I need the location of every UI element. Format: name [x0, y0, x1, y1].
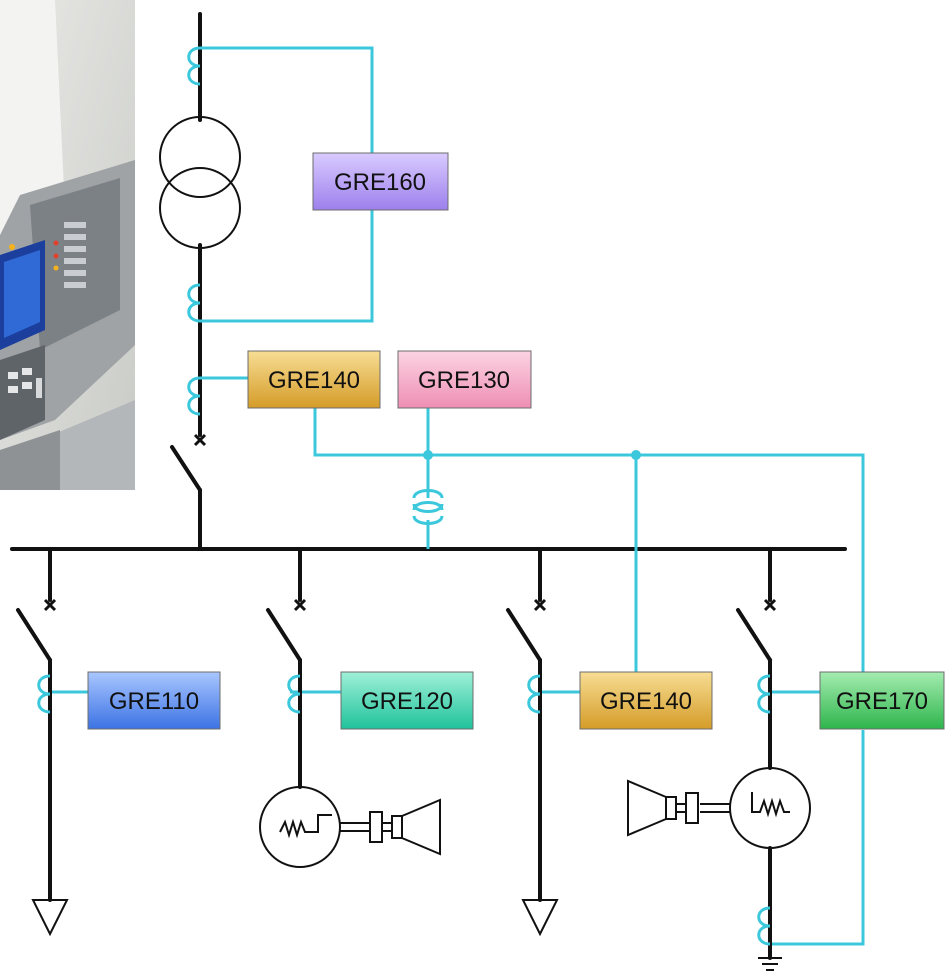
feeder-4 [627, 547, 811, 971]
motor-icon [259, 786, 341, 868]
current-transformer-icon [187, 283, 201, 323]
relay-gre140-incomer[interactable]: GRE140 [247, 350, 381, 409]
feeder-2 [259, 547, 441, 868]
current-transformer-icon [757, 906, 771, 946]
current-transformer-icon [37, 674, 51, 714]
turbine-icon [627, 779, 730, 837]
relay-gre130[interactable]: GRE130 [397, 350, 532, 409]
relay-gre160[interactable]: GRE160 [312, 152, 449, 211]
relay-gre120[interactable]: GRE120 [340, 671, 474, 730]
relay-gre170[interactable]: GRE170 [819, 671, 945, 730]
breaker-icon [506, 598, 547, 662]
relay-label: GRE170 [836, 688, 928, 715]
relay-label: GRE160 [334, 169, 426, 196]
relay-label: GRE110 [109, 688, 199, 715]
current-transformer-icon [757, 674, 771, 714]
breaker-icon [16, 598, 57, 662]
turbine-icon [340, 798, 441, 856]
current-transformer-icon [287, 674, 301, 714]
relay-label: GRE140 [268, 367, 360, 394]
relay-device-photo [0, 0, 135, 490]
breaker-icon [736, 598, 777, 662]
relay-label: GRE130 [418, 367, 510, 394]
ground-icon [758, 957, 782, 971]
breaker-icon [266, 598, 307, 662]
relay-gre140-feeder[interactable]: GRE140 [579, 671, 713, 730]
feeder-1 [16, 547, 69, 937]
load-arrow-icon [521, 899, 559, 937]
load-arrow-icon [31, 899, 69, 937]
feeder-3 [506, 547, 559, 937]
relay-label: GRE140 [600, 688, 692, 715]
relay-label: GRE120 [361, 688, 453, 715]
current-transformer-icon [187, 46, 201, 86]
breaker-icon [170, 433, 207, 492]
relay-gre110[interactable]: GRE110 [87, 671, 221, 730]
voltage-transformer-icon [412, 489, 444, 525]
current-transformer-icon [187, 376, 201, 416]
transformer-icon [159, 116, 241, 249]
generator-icon [729, 767, 811, 849]
current-transformer-icon [527, 674, 541, 714]
control-wiring [52, 46, 865, 946]
